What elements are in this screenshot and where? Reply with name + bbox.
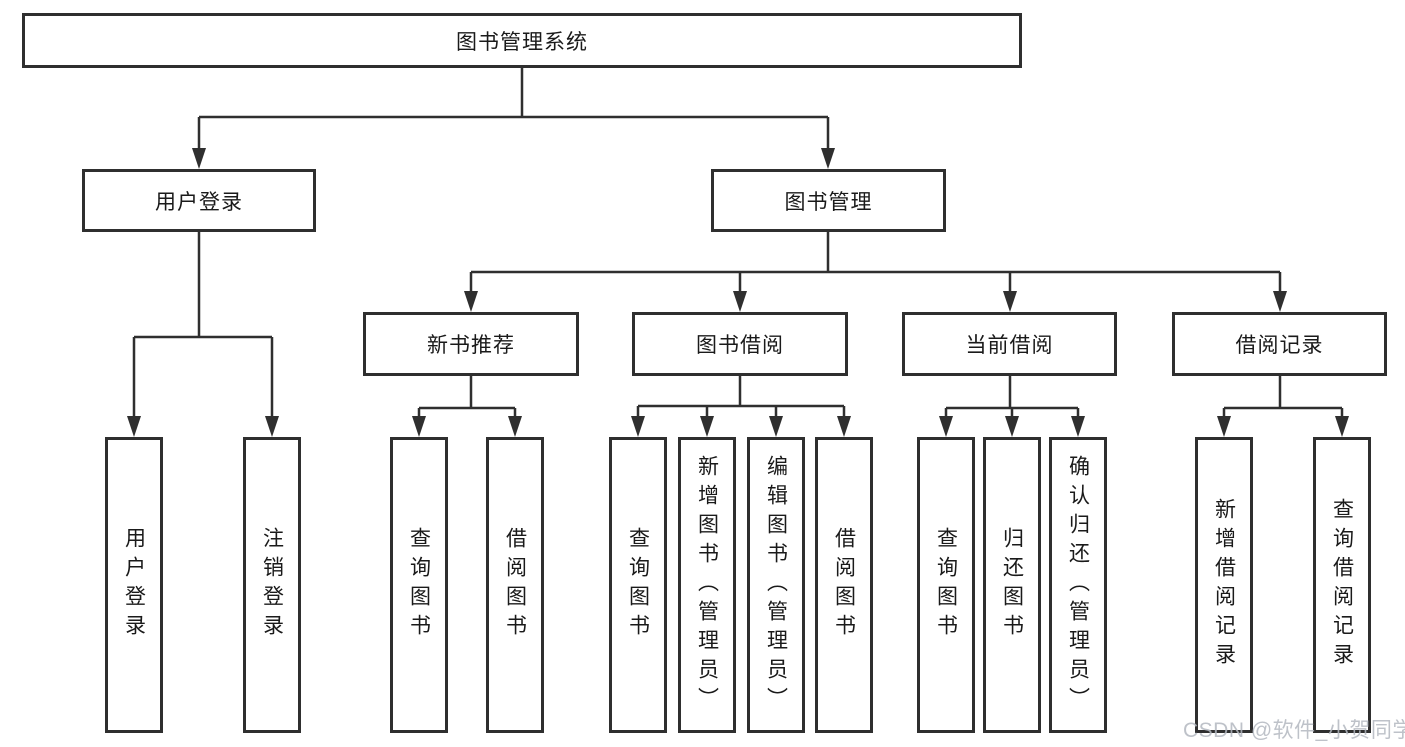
leaf-logout: 注销登录 (243, 437, 301, 733)
node-label: 借阅图书 (503, 527, 527, 643)
node-borrow-records: 借阅记录 (1172, 312, 1387, 376)
leaf-current-confirm-return-admin: 确认归还（管理员） (1049, 437, 1107, 733)
leaf-user-login: 用户登录 (105, 437, 163, 733)
node-label: 当前借阅 (965, 334, 1054, 357)
leaf-current-query-books: 查询图书 (917, 437, 975, 733)
node-label: 归还图书 (1000, 527, 1024, 643)
node-book-borrow: 图书借阅 (632, 312, 848, 376)
arrowheads (127, 148, 1349, 437)
node-new-book-recommend: 新书推荐 (363, 312, 579, 376)
node-label: 借阅记录 (1235, 334, 1324, 357)
node-label: 查询图书 (626, 527, 650, 643)
node-label: 图书管理 (784, 190, 873, 214)
node-label: 查询图书 (934, 527, 958, 643)
node-label: 确认归还（管理员） (1066, 454, 1090, 716)
node-current-borrow: 当前借阅 (902, 312, 1117, 376)
node-label: 用户登录 (122, 527, 146, 643)
leaf-newbook-borrow-books: 借阅图书 (486, 437, 544, 733)
leaf-current-return-books: 归还图书 (983, 437, 1041, 733)
node-label: 新书推荐 (427, 334, 515, 357)
leaf-borrow-query-books: 查询图书 (609, 437, 667, 733)
leaf-newbook-query-books: 查询图书 (390, 437, 448, 733)
node-label: 新增图书（管理员） (695, 454, 719, 716)
node-label: 借阅图书 (832, 527, 856, 643)
node-label: 图书管理系统 (456, 30, 588, 54)
csdn-watermark: CSDN @软件_小贺同学 (1183, 719, 1405, 742)
leaf-borrow-borrow-books: 借阅图书 (815, 437, 873, 733)
node-label: 编辑图书（管理员） (764, 454, 788, 716)
node-user-login: 用户登录 (82, 169, 316, 232)
node-label: 新增借阅记录 (1212, 498, 1236, 672)
leaf-records-query-record: 查询借阅记录 (1313, 437, 1371, 733)
node-label: 注销登录 (260, 527, 284, 643)
node-label: 查询借阅记录 (1330, 498, 1354, 672)
node-label: 用户登录 (155, 190, 243, 214)
node-book-management: 图书管理 (711, 169, 946, 232)
node-label: 查询图书 (407, 527, 431, 643)
leaf-borrow-add-books-admin: 新增图书（管理员） (678, 437, 736, 733)
leaf-borrow-edit-books-admin: 编辑图书（管理员） (747, 437, 805, 733)
node-root-system: 图书管理系统 (22, 13, 1022, 68)
leaf-records-add-record: 新增借阅记录 (1195, 437, 1253, 733)
node-label: 图书借阅 (696, 334, 784, 357)
